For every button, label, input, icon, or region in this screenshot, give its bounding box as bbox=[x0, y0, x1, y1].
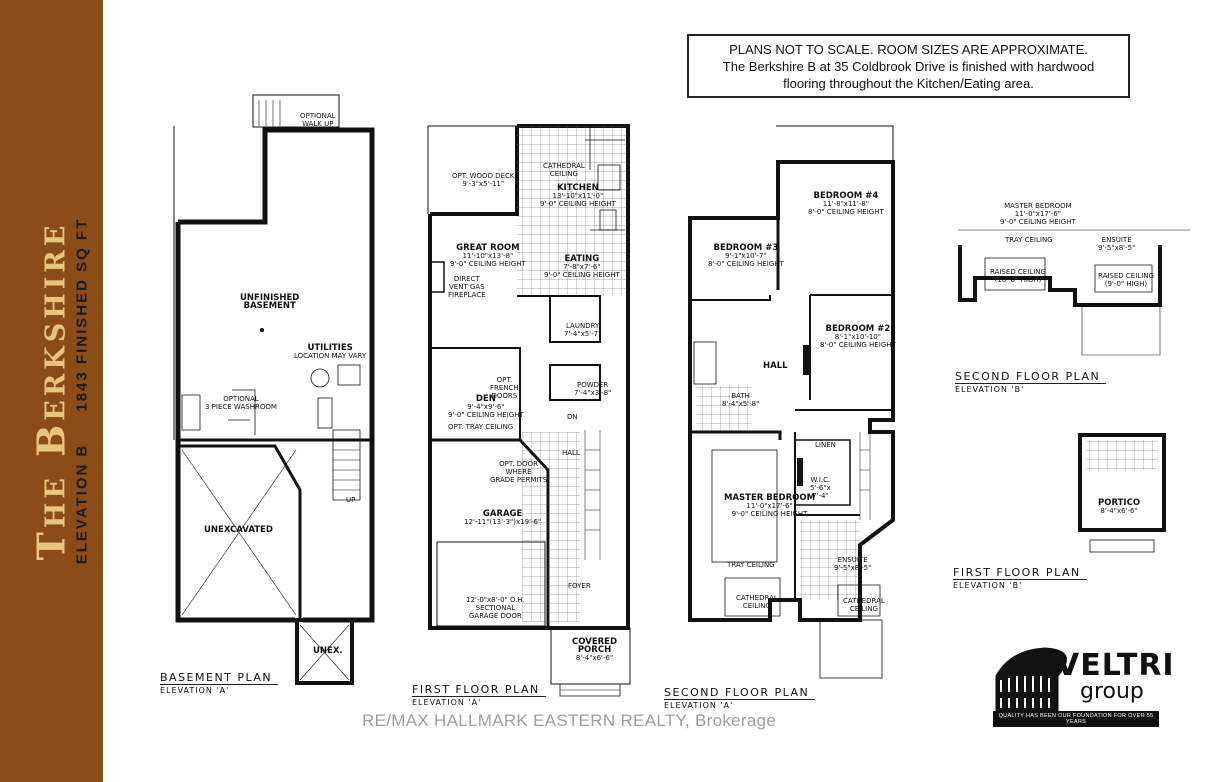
colosseum-logo-icon bbox=[995, 647, 1067, 713]
brokerage-watermark: RE/MAX HALLMARK EASTERN REALTY, Brokerag… bbox=[362, 711, 777, 730]
raised-ceiling-2-label: RAISED CEILING(9'-0" HIGH) bbox=[1098, 272, 1154, 288]
second-floor-b-label: SECOND FLOOR PLAN ELEVATION 'B' bbox=[955, 365, 1107, 394]
basement-plan-label: BASEMENT PLAN ELEVATION 'A' bbox=[160, 666, 279, 695]
unexcavated-label: UNEXCAVATED bbox=[204, 525, 273, 535]
notice-line-1: PLANS NOT TO SCALE. ROOM SIZES ARE APPRO… bbox=[729, 42, 1088, 57]
notice-line-2: The Berkshire B at 35 Coldbrook Drive is… bbox=[722, 59, 1095, 74]
raised-ceiling-1-label: RAISED CEILING(10'-0" HIGH) bbox=[990, 268, 1046, 284]
veltri-group-logo: VELTRI group QUALITY HAS BEEN OUR FOUNDA… bbox=[992, 645, 1174, 727]
second-floor-plan bbox=[688, 125, 895, 679]
second-floor-plan-label: SECOND FLOOR PLAN ELEVATION 'A' bbox=[664, 681, 816, 710]
first-hall-label: HALL bbox=[562, 449, 580, 457]
notice-box: PLANS NOT TO SCALE. ROOM SIZES ARE APPRO… bbox=[687, 34, 1130, 98]
first-floor-b-label: FIRST FLOOR PLAN ELEVATION 'B' bbox=[953, 561, 1087, 590]
second-hall-label: HALL bbox=[763, 361, 788, 371]
sidebar-band bbox=[0, 0, 103, 782]
tray-ceiling-label: OPT. TRAY CEILING bbox=[448, 423, 514, 431]
basement-plan bbox=[173, 94, 375, 685]
notice-line-3: flooring throughout the Kitchen/Eating a… bbox=[783, 76, 1034, 91]
stair-up-label: UP bbox=[346, 496, 356, 504]
logo-tagline: QUALITY HAS BEEN OUR FOUNDATION FOR OVER… bbox=[993, 711, 1159, 727]
tray-b-label: TRAY CEILING bbox=[1005, 236, 1053, 244]
linen-label: LINEN bbox=[815, 441, 836, 449]
stair-dn-label: DN bbox=[567, 413, 578, 421]
first-floor-plan-label: FIRST FLOOR PLAN ELEVATION 'A' bbox=[412, 678, 546, 707]
logo-group: group bbox=[1080, 679, 1144, 704]
unex-label: UNEX. bbox=[313, 646, 343, 656]
master-tray-label: TRAY CEILING bbox=[727, 561, 775, 569]
first-floor-plan bbox=[427, 124, 631, 697]
elevation-b-details bbox=[958, 229, 1190, 553]
foyer-label: FOYER bbox=[568, 582, 591, 590]
logo-word: VELTRI bbox=[1056, 648, 1175, 683]
